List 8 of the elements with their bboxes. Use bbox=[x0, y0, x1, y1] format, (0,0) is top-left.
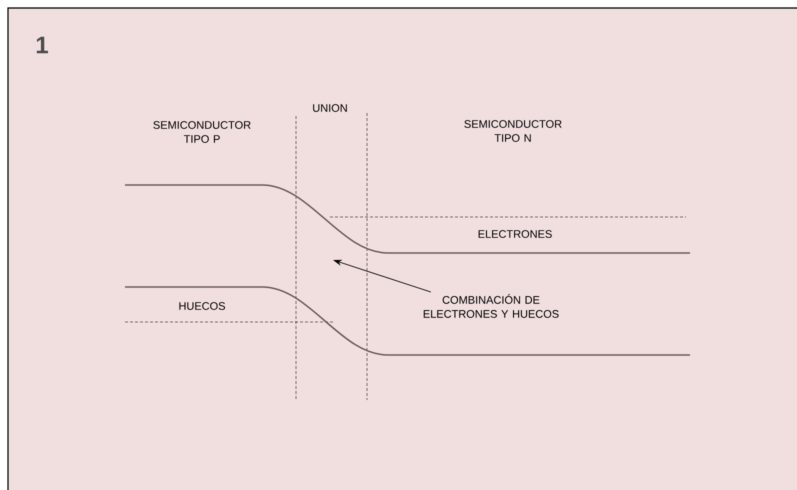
region-label: SEMICONDUCTOR TIPO P bbox=[153, 121, 251, 143]
region-label: HUECOS bbox=[179, 302, 226, 310]
callout-text: COMBINACIÓN DE ELECTRONES Y HUECOS bbox=[424, 294, 559, 318]
band-curve bbox=[125, 184, 690, 254]
region-label: SEMICONDUCTOR TIPO N bbox=[464, 120, 562, 142]
region-label: ELECTRONES bbox=[478, 230, 552, 238]
region-label: UNION bbox=[313, 104, 347, 112]
figure-number: 1 bbox=[36, 36, 48, 54]
